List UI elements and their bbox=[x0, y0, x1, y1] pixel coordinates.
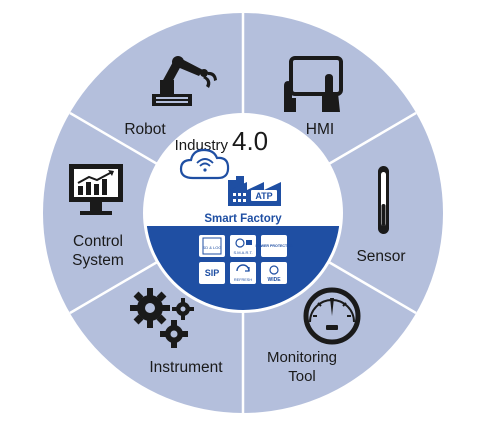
segment-hmi-label: HMI bbox=[306, 121, 334, 138]
sd-lite-icon: SD & LOG bbox=[199, 235, 225, 257]
touch-tablet-icon bbox=[284, 56, 343, 112]
segment-monitoring-label-line2: Tool bbox=[288, 368, 316, 385]
factory-badge: ATP bbox=[255, 191, 272, 201]
monitor-chart-icon bbox=[69, 164, 123, 215]
thermometer-icon bbox=[378, 166, 389, 234]
cloud-wifi-icon bbox=[179, 148, 230, 180]
sip-icon-label: SIP bbox=[205, 268, 220, 278]
segment-instrument-label: Instrument bbox=[149, 359, 223, 376]
segment-control: Control System bbox=[69, 164, 124, 269]
center-title-version: 4.0 bbox=[232, 126, 268, 156]
wide-temperature-icon-label: WIDE bbox=[267, 277, 281, 283]
center-subtitle: Smart Factory bbox=[204, 213, 282, 225]
refresh-icon-label: REFRESH bbox=[234, 278, 252, 282]
product-icon-grid: SD & LOG S.M.A.R.T. POWER PROTECTOR SIP … bbox=[199, 235, 293, 284]
smart-icon-label: S.M.A.R.T. bbox=[233, 250, 252, 255]
wide-temperature-icon: WIDE bbox=[261, 262, 287, 284]
segment-robot: Robot bbox=[124, 56, 217, 138]
segment-sensor-label: Sensor bbox=[356, 248, 405, 265]
segment-robot-label: Robot bbox=[124, 121, 166, 138]
center-title-prefix: Industry bbox=[175, 137, 229, 154]
segment-control-label-line1: Control bbox=[73, 233, 123, 250]
segment-sensor: Sensor bbox=[356, 166, 406, 265]
segment-monitoring-label-line1: Monitoring bbox=[267, 349, 337, 366]
sip-icon: SIP bbox=[199, 262, 225, 284]
smart-icon: S.M.A.R.T. bbox=[230, 235, 256, 257]
gears-icon bbox=[130, 288, 194, 348]
segment-dividers bbox=[69, 13, 417, 413]
segment-instrument: Instrument bbox=[130, 288, 223, 376]
segment-control-label-line2: System bbox=[72, 252, 124, 269]
sd-lite-icon-label: SD & LOG bbox=[203, 245, 222, 250]
power-protector-icon-label: POWER PROTECTOR bbox=[255, 244, 292, 248]
refresh-icon: REFRESH bbox=[230, 262, 256, 284]
robot-arm-icon bbox=[152, 56, 217, 106]
segment-hmi: HMI bbox=[284, 56, 343, 138]
gauge-icon bbox=[303, 287, 361, 345]
factory-icon: ATP bbox=[228, 176, 281, 206]
power-protector-icon: POWER PROTECTOR bbox=[255, 235, 293, 257]
segment-monitoring: Monitoring Tool bbox=[267, 287, 361, 385]
